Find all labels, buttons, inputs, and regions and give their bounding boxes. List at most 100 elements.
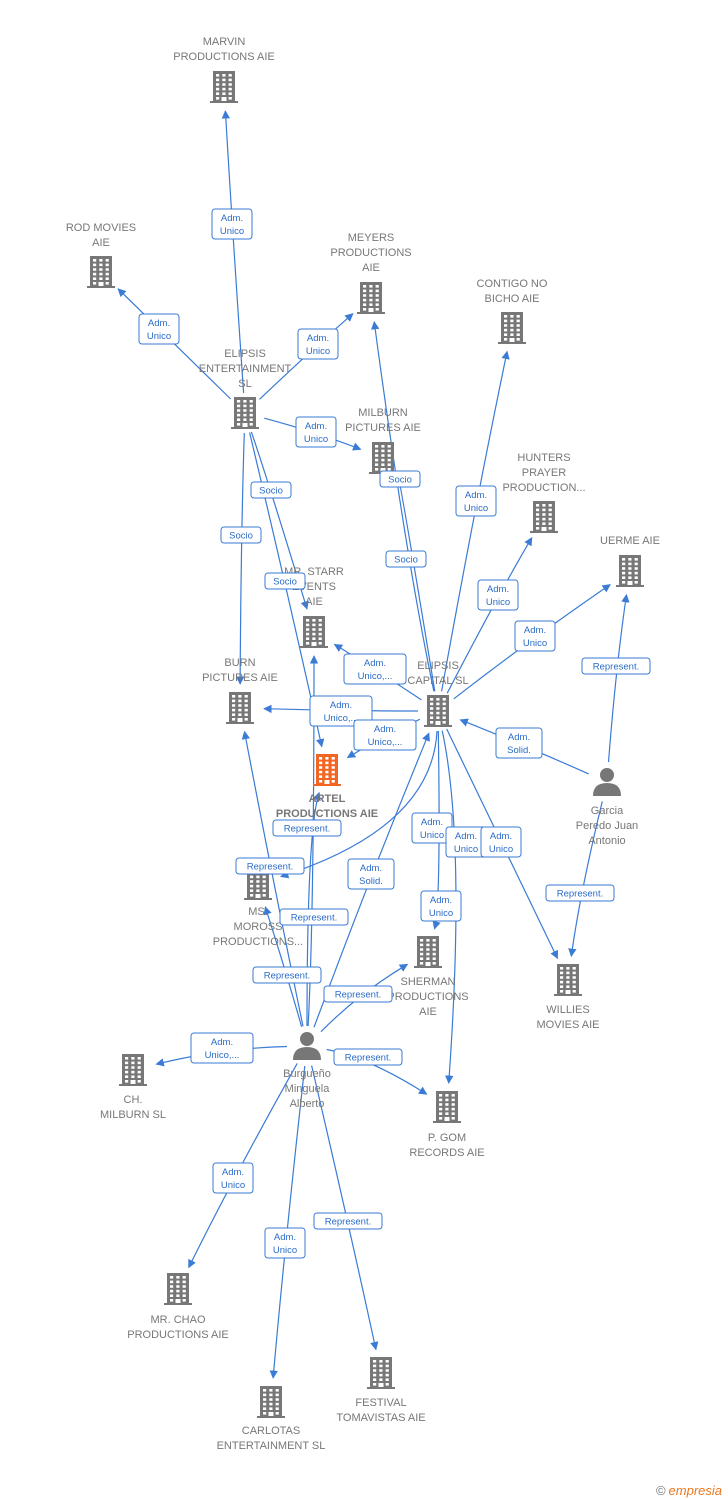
edge-elipsis_cap-to-moross (280, 730, 438, 879)
node-label: Peredo Juan (576, 820, 638, 832)
edge-label-text: Represent. (335, 990, 381, 1001)
edge-label-elipsis_cap-to-hunters[interactable]: Adm.Unico (477, 579, 519, 611)
edge-elipsis_cap-to-meyers (371, 320, 435, 692)
node-label: ENTERTAINMENT SL (217, 1440, 326, 1452)
edge-label-elipsis_cap-to-mrstarr[interactable]: Adm.Unico,... (343, 653, 407, 685)
edge-label-text: Unico (221, 1180, 245, 1191)
edge-label-box (313, 1212, 383, 1230)
edge-label-box (379, 470, 421, 488)
edge-elipsis_cap-to-pgom (441, 730, 457, 1084)
building-icon (414, 936, 442, 968)
edge-label-garcia-to-willies[interactable]: Represent. (545, 884, 615, 902)
edge-label-text: Adm. (421, 817, 443, 828)
edge-label-elipsis_cap-to-sherman[interactable]: Adm.Unico (420, 890, 462, 922)
edge-label-box (347, 858, 395, 890)
node-hunters[interactable]: HUNTERSPRAYERPRODUCTION... (502, 452, 586, 533)
edge-label-garcia-to-elipsis_cap[interactable]: Adm.Solid. (495, 727, 543, 759)
node-label: MOROSS (234, 921, 283, 933)
edge-label-burgueno-to-pgom[interactable]: Represent. (333, 1048, 403, 1066)
edge-label-elipsis_cap-to-uerme[interactable]: Adm.Unico (514, 620, 556, 652)
edge-label-box (279, 908, 349, 926)
edge-label-elipsis_ent-to-meyers[interactable]: Adm.Unico (297, 328, 339, 360)
node-label: MS. (248, 906, 268, 918)
edge-label-burgueno-to-sherman[interactable]: Represent. (323, 985, 393, 1003)
node-label: PRAYER (522, 467, 566, 479)
edge-label-box (545, 884, 615, 902)
edge-label-elipsis_ent-to-rod[interactable]: Adm.Unico (138, 313, 180, 345)
node-elipsis_cap[interactable]: ELIPSIS CAPITAL SL (407, 660, 469, 727)
edge-label-text: Unico (273, 1245, 297, 1256)
edge-label-text: Unico (147, 331, 171, 342)
node-label: CAPITAL SL (407, 675, 468, 687)
edge-label-burgueno-to-elipsis_cap[interactable]: Adm.Solid. (347, 858, 395, 890)
edge-label-text: Represent. (325, 1217, 371, 1228)
node-label: PRODUCTIONS AIE (276, 808, 378, 820)
edge-label-burgueno-to-burn[interactable]: Represent. (235, 857, 305, 875)
footer-brand[interactable]: ©empresia (656, 1483, 722, 1498)
edge-label-box (212, 1162, 254, 1194)
edge-label-elipsis_cap-to-contigo[interactable]: Adm.Unico (455, 485, 497, 517)
copyright-symbol: © (655, 1483, 666, 1498)
node-label: WILLIES (546, 1004, 589, 1016)
edge-label-elipsis_ent-to-milburn_pic[interactable]: Adm.Unico (295, 416, 337, 448)
node-moross[interactable]: MS.MOROSSPRODUCTIONS... (213, 868, 303, 948)
edge-label-text: Unico,... (368, 737, 403, 748)
edge-label-burgueno-to-festival[interactable]: Represent. (313, 1212, 383, 1230)
edge-label-elipsis_ent-to-mrstarr[interactable]: Socio (250, 481, 292, 499)
edge-label-elipsis_cap-to-artel[interactable]: Adm.Unico,... (353, 719, 417, 751)
edge-label-burgueno-to-carlotas[interactable]: Adm. Unico (264, 1227, 306, 1259)
edge-label-elipsis_ent-to-artel[interactable]: Socio (264, 572, 306, 590)
edge-label-elipsis_cap-to-pgom[interactable]: Adm.Unico (445, 826, 487, 858)
edge-label-box (264, 1227, 306, 1259)
edge-label-text: Represent. (593, 662, 639, 673)
edge-label-elipsis_ent-to-burn[interactable]: Socio (220, 526, 262, 544)
edge-label-burgueno-to-mrstarr[interactable]: Represent. (279, 908, 349, 926)
edge-label-elipsis_cap-to-milburn_pic[interactable]: Socio (379, 470, 421, 488)
edge-label-burgueno-to-chmilburn[interactable]: Adm.Unico,... (190, 1032, 254, 1064)
edge-label-text: Adm. (274, 1232, 296, 1243)
edge-label-text: Unico (464, 503, 488, 514)
edge-label-text: Unico (486, 597, 510, 608)
edge-label-text: Adm. (360, 863, 382, 874)
edge-label-burgueno-to-artel[interactable]: Represent. (272, 819, 342, 837)
building-icon (87, 256, 115, 288)
node-label: Minguela (285, 1083, 331, 1095)
node-label: PRODUCTIONS (330, 247, 411, 259)
edge-label-burgueno-to-moross[interactable]: Represent. (252, 966, 322, 984)
edge-label-elipsis_ent-to-marvin[interactable]: Adm.Unico (211, 208, 253, 240)
edge-label-garcia-to-uerme[interactable]: Represent. (581, 657, 651, 675)
node-label: MARVIN (203, 36, 246, 48)
edge-label-burgueno-to-mrchao[interactable]: Adm.Unico (212, 1162, 254, 1194)
edge-label-elipsis_cap-to-willies[interactable]: Adm.Unico (480, 826, 522, 858)
node-chmilburn[interactable]: CH.MILBURN SL (100, 1054, 166, 1121)
node-label: MILBURN SL (100, 1109, 166, 1121)
edge-label-text: Solid. (507, 745, 531, 756)
node-uerme[interactable]: UERME AIE (600, 535, 660, 587)
edge-label-elipsis_cap-to-burn[interactable]: Adm.Unico,... (309, 695, 373, 727)
edge-elipsis_cap-to-hunters (446, 536, 533, 694)
edge-label-elipsis_cap-to-meyers[interactable]: Socio (385, 550, 427, 568)
node-carlotas[interactable]: CARLOTAS ENTERTAINMENT SL (217, 1386, 326, 1452)
node-label: ELIPSIS (224, 348, 266, 360)
node-label: ELIPSIS (417, 660, 459, 672)
node-label: CARLOTAS (242, 1425, 300, 1437)
edge-label-text: Adm. (211, 1037, 233, 1048)
